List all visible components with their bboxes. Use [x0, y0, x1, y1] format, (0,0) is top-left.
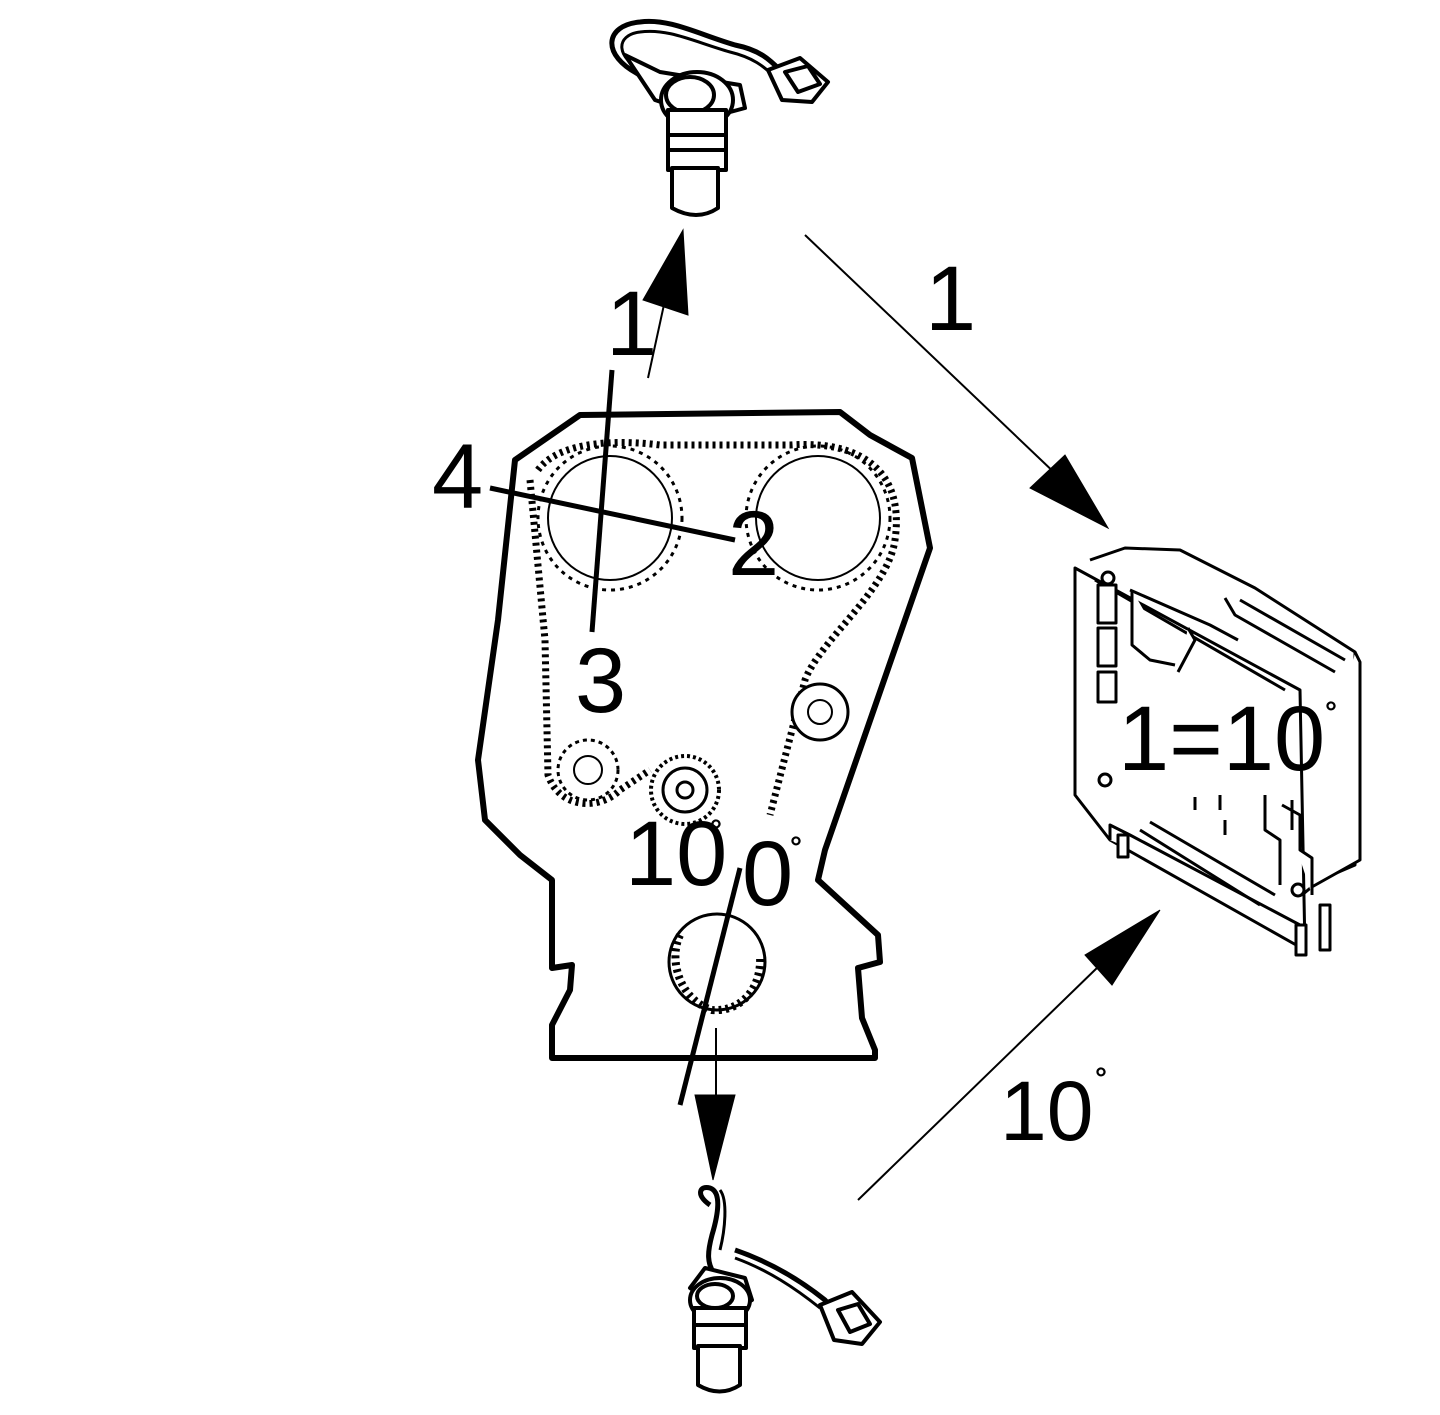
label-4: 4 [432, 426, 483, 528]
degree-symbol: ° [1095, 1062, 1107, 1095]
ecm-icon [1073, 546, 1362, 957]
timing-belt-cover [475, 409, 933, 1061]
degree-symbol: ° [710, 814, 722, 847]
label-2: 2 [728, 493, 779, 595]
label-right-1: 1 [925, 248, 976, 350]
label-angle-0: 0 [742, 823, 793, 925]
arrow-ecm-head [1029, 454, 1110, 530]
signal-arrows [642, 228, 1161, 1201]
label-module-equation: 1=10 [1118, 688, 1325, 790]
degree-symbol: ° [790, 831, 802, 864]
label-3: 3 [575, 630, 626, 732]
label-top-1: 1 [606, 273, 657, 375]
label-angle-10-arrow: 10 [1000, 1064, 1093, 1158]
cam-sensor-icon [609, 18, 830, 217]
leader-lines [489, 369, 743, 1106]
crank-sensor-icon [688, 1184, 882, 1394]
arrow-up-head [642, 228, 689, 316]
arrow-ecm2-head [1084, 909, 1161, 986]
degree-symbol: ° [1325, 696, 1337, 729]
label-angle-10: 10 [625, 803, 727, 905]
arrow-down-head [694, 1094, 736, 1181]
